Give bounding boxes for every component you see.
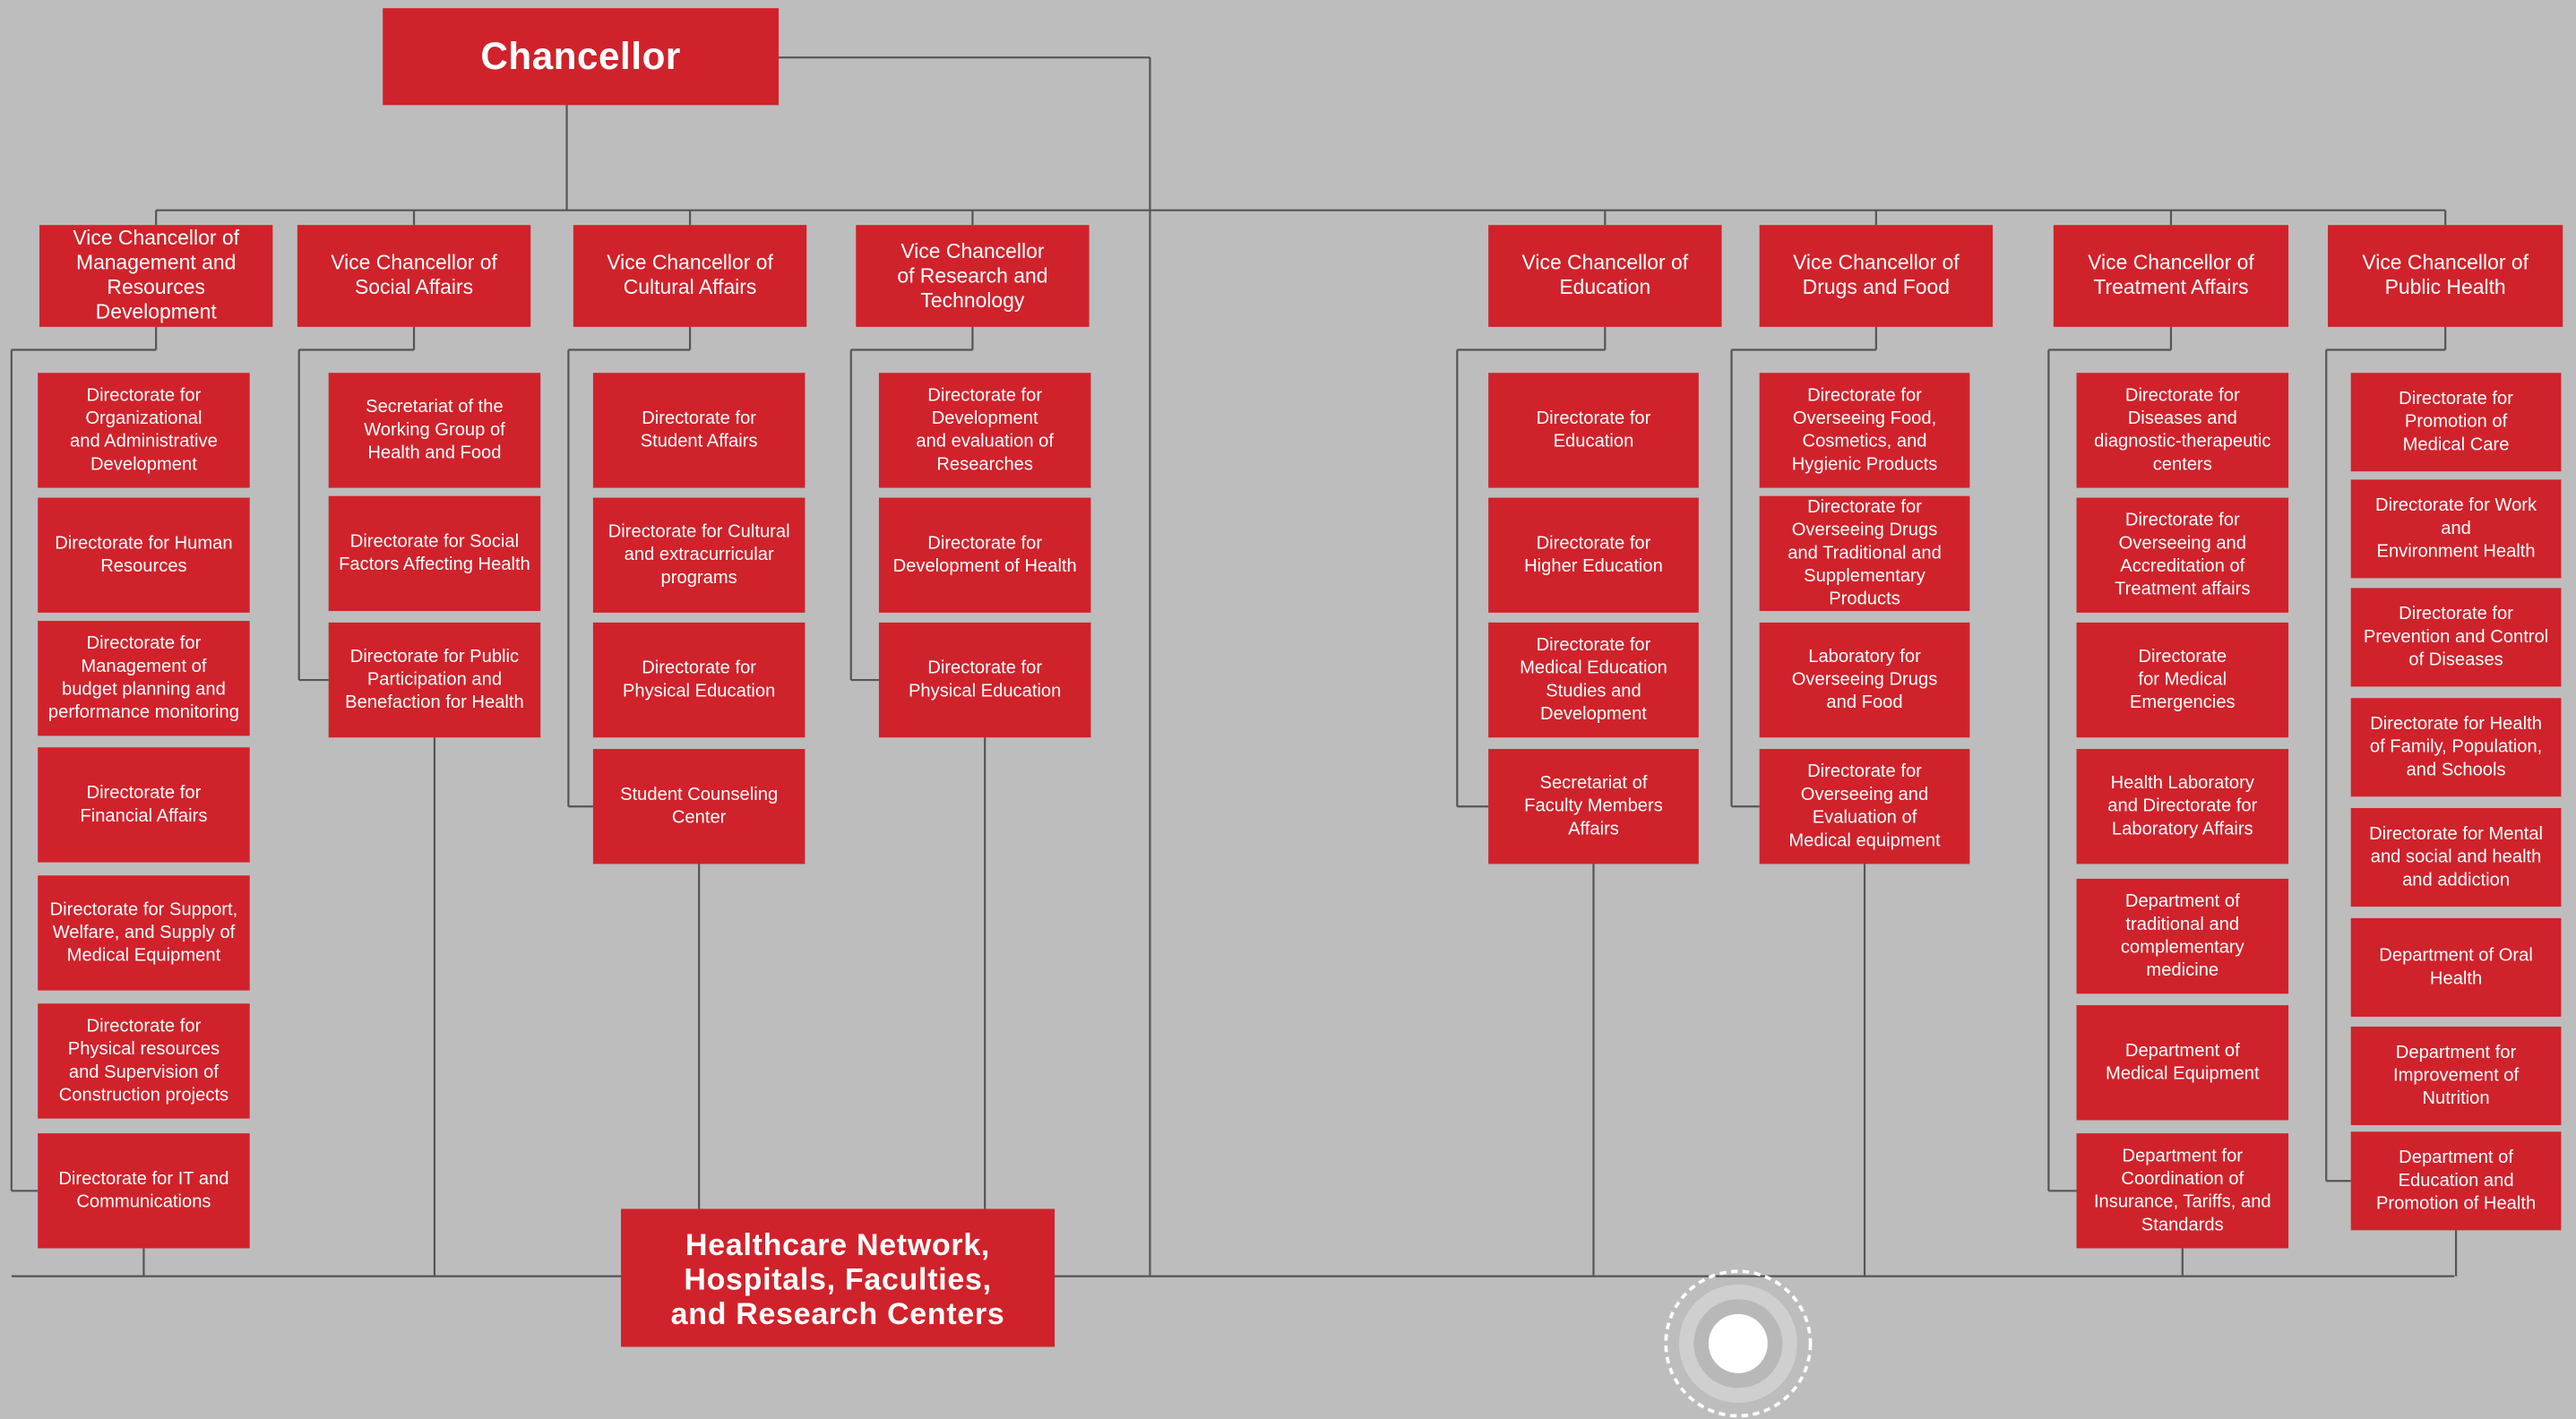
directorate-box: Directorate for Work and Environment Hea… xyxy=(2350,479,2562,579)
org-chart: Vice Chancellor of Management and Resour… xyxy=(10,8,2563,1418)
vice-chancellor-box: Vice Chancellor of Social Affairs xyxy=(297,225,531,327)
directorate-box: Directorate for Medical Education Studie… xyxy=(1488,622,1699,738)
connector-lines xyxy=(10,56,2458,1277)
directorate-box: Directorate for Overseeing and Accredita… xyxy=(2076,497,2289,613)
vice-chancellor-box: Vice Chancellor of Drugs and Food xyxy=(1759,225,1994,327)
directorate-box: Directorate for Promotion of Medical Car… xyxy=(2350,373,2562,472)
vice-chancellor-box: Vice Chancellor of Public Health xyxy=(2328,225,2563,327)
vice-chancellor-box: Vice Chancellor of Cultural Affairs xyxy=(573,225,807,327)
directorate-box: Directorate for Physical Education xyxy=(592,622,806,738)
directorate-box: Directorate for Support, Welfare, and Su… xyxy=(38,875,250,991)
directorate-box: Department for Improvement of Nutrition xyxy=(2350,1026,2562,1125)
directorate-box: Directorate for Prevention and Control o… xyxy=(2350,588,2562,687)
directorate-box: Directorate for Mental and social and he… xyxy=(2350,808,2562,907)
directorate-box: Directorate for Financial Affairs xyxy=(38,747,250,863)
directorate-box: Directorate for Higher Education xyxy=(1488,497,1699,613)
directorate-box: Secretariat of Faculty Members Affairs xyxy=(1488,749,1699,864)
directorate-box: Directorate for Human Resources xyxy=(38,497,250,613)
directorate-box: Directorate for Physical resources and S… xyxy=(38,1003,250,1119)
directorate-box: Department of Medical Equipment xyxy=(2076,1005,2289,1121)
directorate-box: Health Laboratory and Directorate for La… xyxy=(2076,749,2289,864)
directorate-box: Directorate for Diseases and diagnostic-… xyxy=(2076,373,2289,488)
directorate-box: Department of traditional and complement… xyxy=(2076,878,2289,994)
directorate-box: Directorate for Physical Education xyxy=(878,622,1091,738)
vice-chancellor-box: Vice Chancellor of Treatment Affairs xyxy=(2053,225,2289,327)
directorate-box: Directorate for Public Participation and… xyxy=(328,622,541,738)
directorate-box: Directorate for Overseeing Food, Cosmeti… xyxy=(1759,373,1970,488)
directorate-box: Department of Oral Health xyxy=(2350,917,2562,1017)
directorate-box: Directorate for Overseeing Drugs and Tra… xyxy=(1759,495,1970,612)
vice-chancellor-box: Vice Chancellor of Research and Technolo… xyxy=(856,225,1090,327)
directorate-box: Directorate for Student Affairs xyxy=(592,373,806,488)
chancellor-box: Chancellor xyxy=(383,8,780,106)
directorate-box: Department for Coordination of Insurance… xyxy=(2076,1133,2289,1249)
directorate-box: Directorate for Management of budget pla… xyxy=(38,621,250,736)
directorate-box: Directorate for Development of Health xyxy=(878,497,1091,613)
vice-chancellor-box: Vice Chancellor of Education xyxy=(1488,225,1722,327)
directorate-box: Directorate for Overseeing and Evaluatio… xyxy=(1759,749,1970,864)
directorate-box: Laboratory for Overseeing Drugs and Food xyxy=(1759,622,1970,738)
directorate-box: Student Counseling Center xyxy=(592,749,806,864)
directorate-box: Department of Education and Promotion of… xyxy=(2350,1131,2562,1231)
directorate-box: Directorate for Development and evaluati… xyxy=(878,373,1091,488)
directorate-box: Directorate for Medical Emergencies xyxy=(2076,622,2289,738)
vice-chancellor-box: Vice Chancellor of Management and Resour… xyxy=(39,225,273,327)
directorate-box: Directorate for IT and Communications xyxy=(38,1133,250,1249)
directorate-box: Directorate for Social Factors Affecting… xyxy=(328,495,541,612)
directorate-box: Directorate for Education xyxy=(1488,373,1699,488)
directorate-box: Directorate for Cultural and extracurric… xyxy=(592,497,806,613)
directorate-box: Directorate for Organizational and Admin… xyxy=(38,373,250,488)
directorate-box: Secretariat of the Working Group of Heal… xyxy=(328,373,541,488)
healthcare-network-box: Healthcare Network, Hospitals, Faculties… xyxy=(621,1208,1055,1347)
directorate-box: Directorate for Health of Family, Popula… xyxy=(2350,698,2562,797)
logo-icon xyxy=(1664,1269,1813,1418)
